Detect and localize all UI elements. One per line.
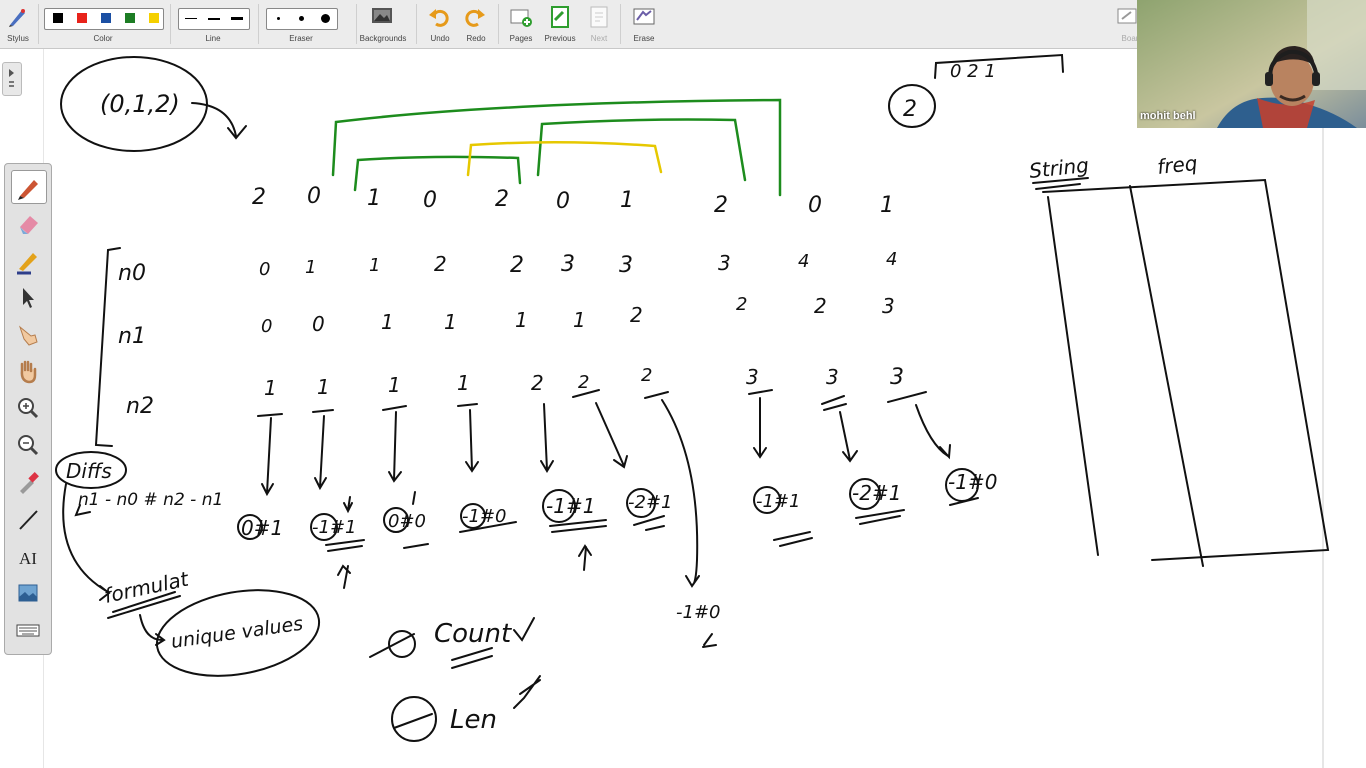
zoom-out-icon xyxy=(18,435,39,456)
image-tool-button[interactable] xyxy=(11,577,45,609)
line-medium-icon[interactable] xyxy=(208,18,220,20)
erase-all-icon xyxy=(633,8,655,25)
select-tool-button[interactable] xyxy=(11,281,45,313)
toolbar-divider xyxy=(416,4,417,44)
pen-tool-button[interactable] xyxy=(11,170,47,204)
tool-palette: AI xyxy=(4,163,52,655)
expand-arrow-icon xyxy=(9,69,14,87)
redo-icon xyxy=(465,9,485,27)
line-tool-icon xyxy=(19,510,38,530)
webcam-preview xyxy=(1137,0,1366,128)
color-palette xyxy=(44,8,164,30)
backgrounds-icon xyxy=(372,8,392,23)
stylus-icon xyxy=(9,9,25,27)
line-width-group: Line xyxy=(176,0,250,48)
image-icon xyxy=(18,584,38,602)
color-swatch-black[interactable] xyxy=(53,13,63,23)
color-group: Color xyxy=(42,0,164,48)
keyboard-tool-button[interactable] xyxy=(11,614,45,646)
pan-hand-icon xyxy=(20,360,37,384)
highlighter-tool-button[interactable] xyxy=(11,244,45,276)
zoom-out-button[interactable] xyxy=(11,429,45,461)
line-thin-icon[interactable] xyxy=(185,18,197,19)
sidebar-toggle[interactable] xyxy=(2,62,22,96)
pointer-hand-icon xyxy=(18,325,38,346)
pan-tool-button[interactable] xyxy=(11,355,45,387)
line-width-selector[interactable] xyxy=(178,8,250,30)
highlighter-icon xyxy=(17,253,37,275)
next-page-icon xyxy=(590,6,608,28)
backgrounds-button[interactable]: Backgrounds xyxy=(358,0,408,48)
whiteboard-canvas[interactable] xyxy=(44,49,1324,768)
line-tool-button[interactable] xyxy=(11,503,45,535)
pipette-tool-button[interactable] xyxy=(11,466,45,498)
select-arrow-icon xyxy=(23,288,34,308)
presenter-video xyxy=(1137,0,1366,128)
board-icon xyxy=(1117,8,1137,24)
zoom-in-button[interactable] xyxy=(11,392,45,424)
add-page-icon xyxy=(510,9,532,27)
eraser-medium-icon[interactable] xyxy=(299,16,304,21)
erase-all-button[interactable]: Erase xyxy=(626,0,662,48)
canvas-right-border xyxy=(1322,49,1324,768)
previous-page-button[interactable]: Previous xyxy=(542,0,578,48)
undo-icon xyxy=(429,9,449,27)
line-thick-icon[interactable] xyxy=(231,17,243,20)
toolbar-divider xyxy=(356,4,357,44)
keyboard-icon xyxy=(16,624,40,637)
color-swatch-yellow[interactable] xyxy=(149,13,159,23)
pipette-icon xyxy=(20,472,39,494)
toolbar-divider xyxy=(258,4,259,44)
eraser-size-selector[interactable] xyxy=(266,8,338,30)
toolbar-divider xyxy=(498,4,499,44)
pen-icon xyxy=(18,180,38,200)
eraser-tool-button[interactable] xyxy=(11,207,45,239)
zoom-in-icon xyxy=(18,398,39,419)
color-swatch-red[interactable] xyxy=(77,13,87,23)
redo-button[interactable]: Redo xyxy=(460,0,492,48)
previous-page-icon xyxy=(551,6,569,28)
eraser-icon xyxy=(20,216,38,234)
eraser-size-group: Eraser xyxy=(264,0,338,48)
color-swatch-blue[interactable] xyxy=(101,13,111,23)
undo-button[interactable]: Undo xyxy=(424,0,456,48)
pointer-tool-button[interactable] xyxy=(11,318,45,350)
toolbar-divider xyxy=(620,4,621,44)
text-tool-icon: AI xyxy=(19,549,37,568)
pages-button[interactable]: Pages xyxy=(504,0,538,48)
board-button[interactable]: Boar xyxy=(1112,0,1138,48)
text-tool-button[interactable]: AI xyxy=(11,540,45,572)
eraser-small-icon[interactable] xyxy=(277,17,280,20)
next-page-button[interactable]: Next xyxy=(582,0,616,48)
presenter-name: mohit behl xyxy=(1140,110,1196,122)
eraser-large-icon[interactable] xyxy=(321,14,330,23)
color-swatch-green[interactable] xyxy=(125,13,135,23)
toolbar-divider xyxy=(38,4,39,44)
stylus-button[interactable]: Stylus xyxy=(0,0,36,48)
svg-text:AI: AI xyxy=(19,549,37,568)
toolbar-divider xyxy=(170,4,171,44)
